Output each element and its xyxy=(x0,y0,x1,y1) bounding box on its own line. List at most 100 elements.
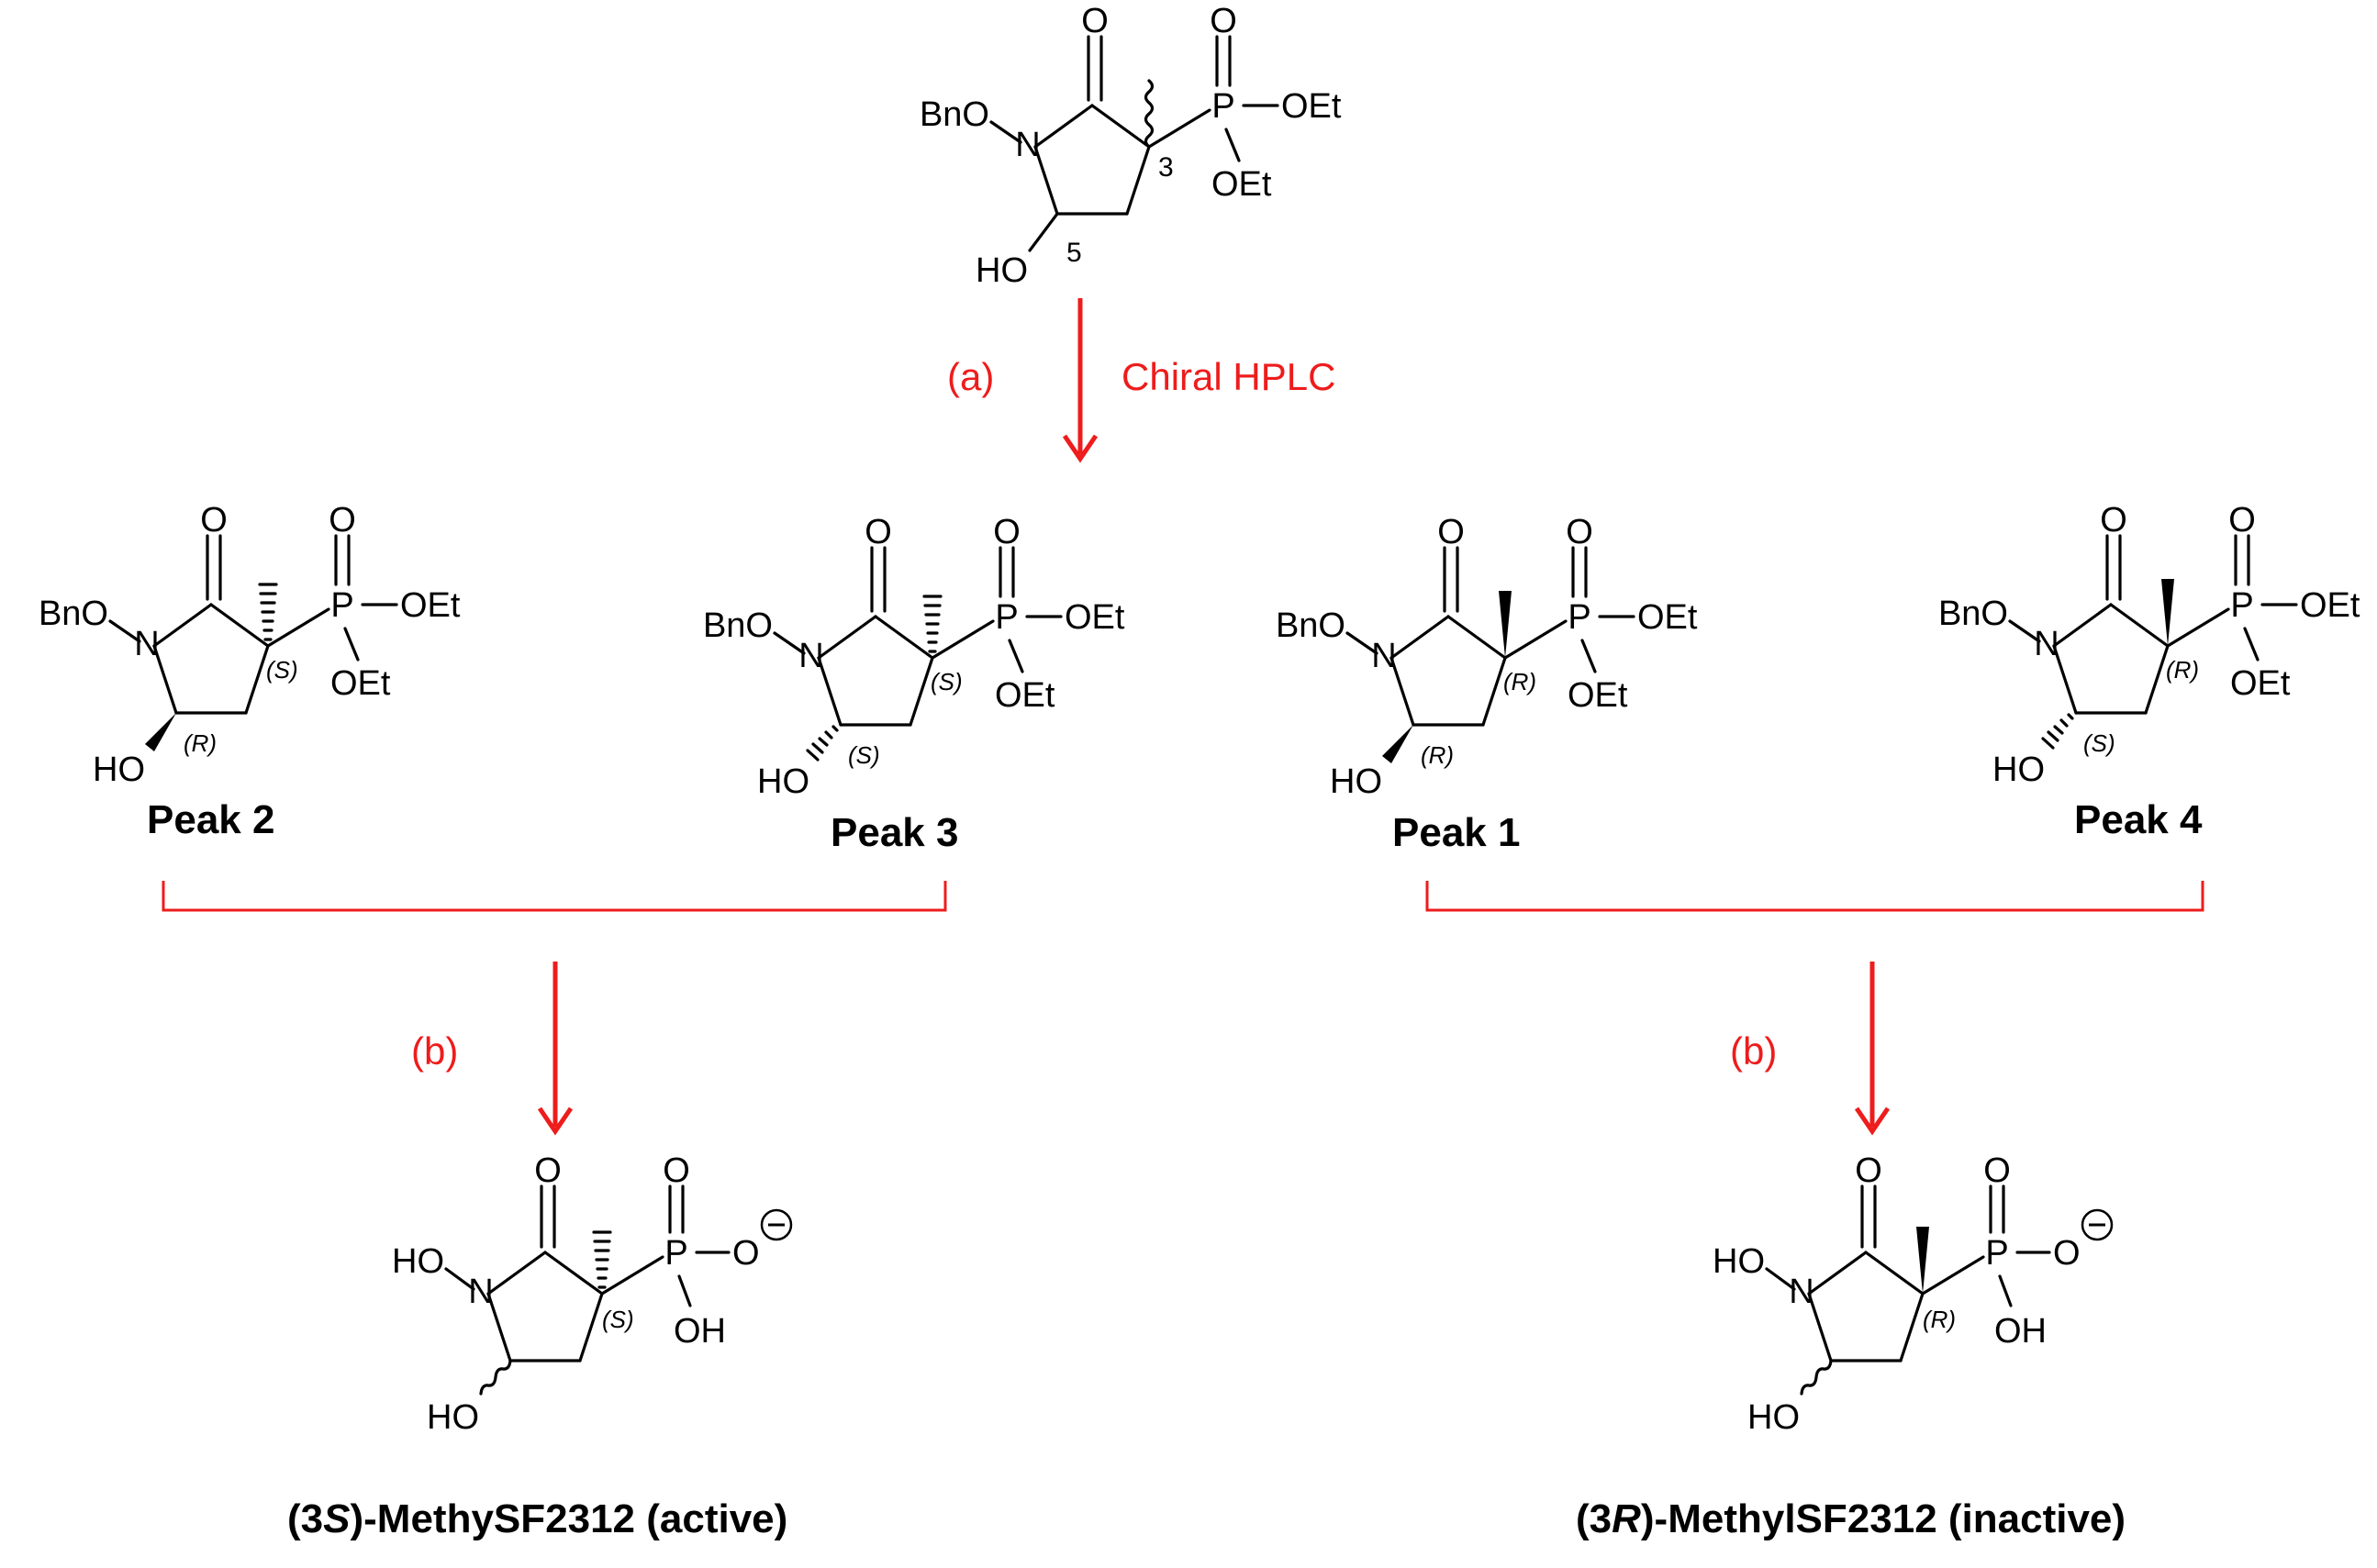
peak-3-label: Peak 3 xyxy=(831,810,958,855)
negative-charge-circle xyxy=(760,1208,793,1241)
ring-nitrogen: N xyxy=(468,1273,493,1311)
phosphoryl-oxygen: O xyxy=(1983,1151,2011,1190)
c3-descriptor: (R) xyxy=(1503,668,1536,695)
ethoxy-right: OEt xyxy=(2300,586,2360,625)
peak-1-label: Peak 1 xyxy=(1392,810,1520,855)
phosphonate-hydroxyl: OH xyxy=(674,1312,726,1351)
hydroxyl: HO xyxy=(976,251,1028,290)
phosphorus: P xyxy=(1211,87,1234,126)
ring-nitrogen: N xyxy=(1789,1273,1813,1311)
n-hydroxyl: HO xyxy=(1713,1242,1765,1281)
phosphorus: P xyxy=(664,1234,687,1273)
c3-descriptor: (R) xyxy=(1923,1306,1956,1333)
carbonyl-oxygen: O xyxy=(865,513,892,551)
benzyloxy: BnO xyxy=(39,595,108,633)
phosphorus: P xyxy=(995,598,1018,637)
ethoxy-right: OEt xyxy=(1281,87,1342,126)
phosphoryl-oxygen: O xyxy=(1566,513,1593,551)
phosphonate-oxygen-anion: O xyxy=(2053,1234,2081,1273)
phosphoryl-oxygen: O xyxy=(1210,2,1237,40)
ethoxy-right: OEt xyxy=(1637,598,1698,637)
step-a-label: (a) xyxy=(947,355,994,398)
phosphonate-oxygen-anion: O xyxy=(732,1234,760,1273)
product-3r-structure: O N P O O OH HO HO (R) xyxy=(1713,1151,2114,1437)
benzyloxy: BnO xyxy=(1276,606,1345,645)
step-b-left-arrowhead xyxy=(537,1106,574,1136)
phosphoryl-oxygen: O xyxy=(329,501,356,539)
product-3r-name-suffix: )-MethylSF2312 (inactive) xyxy=(1641,1496,2126,1541)
benzyloxy: BnO xyxy=(920,95,989,134)
ethoxy-right: OEt xyxy=(400,586,461,625)
n-hydroxyl: HO xyxy=(392,1242,444,1281)
benzyloxy: BnO xyxy=(1938,595,2008,633)
c5-hydroxyl: HO xyxy=(427,1398,479,1437)
ring-nitrogen: N xyxy=(134,625,159,663)
peak-4-label: Peak 4 xyxy=(2074,797,2203,842)
carbonyl-oxygen: O xyxy=(1081,2,1109,40)
ring-nitrogen: N xyxy=(1015,126,1040,164)
c3-descriptor: (R) xyxy=(2166,656,2199,684)
phosphorus: P xyxy=(1568,598,1590,637)
bracket-left xyxy=(162,881,947,912)
ring-nitrogen: N xyxy=(1371,637,1396,675)
c5-descriptor: (R) xyxy=(1421,741,1454,769)
step-b-left: (b) xyxy=(411,962,574,1136)
c5-descriptor: (R) xyxy=(184,729,217,757)
ring-nitrogen: N xyxy=(798,637,823,675)
benzyloxy: BnO xyxy=(703,606,773,645)
product-3r-name-descriptor: R xyxy=(1612,1496,1641,1541)
c3-descriptor: (S) xyxy=(266,656,298,684)
step-b-right: (b) xyxy=(1730,962,1891,1136)
carbonyl-oxygen: O xyxy=(534,1151,562,1190)
phosphonate-hydroxyl: OH xyxy=(1994,1312,2047,1351)
carbonyl-oxygen: O xyxy=(2100,501,2127,539)
ethoxy-down: OEt xyxy=(995,676,1055,715)
ethoxy-right: OEt xyxy=(1065,598,1125,637)
bracket-right xyxy=(1425,881,2204,912)
step-a: (a) Chiral HPLC xyxy=(947,298,1335,463)
product-3s-name-prefix: (3 xyxy=(287,1496,323,1541)
carbonyl-oxygen: O xyxy=(200,501,228,539)
peak-2-label: Peak 2 xyxy=(147,797,274,842)
product-3r-name-prefix: (3 xyxy=(1576,1496,1612,1541)
c5-descriptor: (S) xyxy=(848,741,880,769)
phosphorus: P xyxy=(2230,586,2253,625)
ring-nitrogen: N xyxy=(2034,625,2059,663)
phosphoryl-oxygen: O xyxy=(2228,501,2256,539)
step-a-reagent: Chiral HPLC xyxy=(1122,355,1335,398)
negative-charge-circle xyxy=(2081,1208,2114,1241)
product-3r-name: (3R)-MethylSF2312 (inactive) xyxy=(1576,1496,2126,1541)
c5-hydroxyl: HO xyxy=(1747,1398,1800,1437)
peak-2-structure: O N P O OEt OEt BnO HO (S) (R) xyxy=(39,501,461,789)
starting-material: O N P O OEt OEt BnO HO 3 5 xyxy=(920,2,1342,290)
hydroxyl: HO xyxy=(93,751,145,789)
product-3s-name: (3S)-MethySF2312 (active) xyxy=(287,1496,787,1541)
phosphorus: P xyxy=(1985,1234,2008,1273)
ethoxy-down: OEt xyxy=(1568,676,1628,715)
hydroxyl: HO xyxy=(1992,751,2045,789)
carbonyl-oxygen: O xyxy=(1437,513,1465,551)
hydroxyl: HO xyxy=(757,762,809,801)
peak-1-structure: O N P O OEt OEt BnO HO (R) (R) xyxy=(1276,513,1698,801)
step-a-arrowhead xyxy=(1062,434,1099,463)
peak-4-structure: O N P O OEt OEt BnO HO (R) (S) xyxy=(1938,501,2360,789)
locant-3: 3 xyxy=(1158,152,1174,183)
ethoxy-down: OEt xyxy=(330,664,391,703)
phosphoryl-oxygen: O xyxy=(993,513,1021,551)
c3-descriptor: (S) xyxy=(931,668,963,695)
hydroxyl: HO xyxy=(1330,762,1382,801)
ethoxy-down: OEt xyxy=(2230,664,2291,703)
ethoxy-down: OEt xyxy=(1211,165,1272,204)
phosphorus: P xyxy=(330,586,353,625)
c5-descriptor: (S) xyxy=(2083,729,2115,757)
step-b-right-arrowhead xyxy=(1854,1106,1891,1136)
product-3s-name-suffix: )-MethySF2312 (active) xyxy=(350,1496,787,1541)
phosphoryl-oxygen: O xyxy=(663,1151,690,1190)
peak-3-structure: O N P O OEt OEt BnO HO (S) (S) xyxy=(703,513,1125,801)
product-3s-name-descriptor: S xyxy=(323,1496,350,1541)
locant-5: 5 xyxy=(1066,238,1082,268)
step-b-left-label: (b) xyxy=(411,1029,458,1073)
step-b-right-label: (b) xyxy=(1730,1029,1777,1073)
c3-descriptor: (S) xyxy=(602,1306,634,1333)
